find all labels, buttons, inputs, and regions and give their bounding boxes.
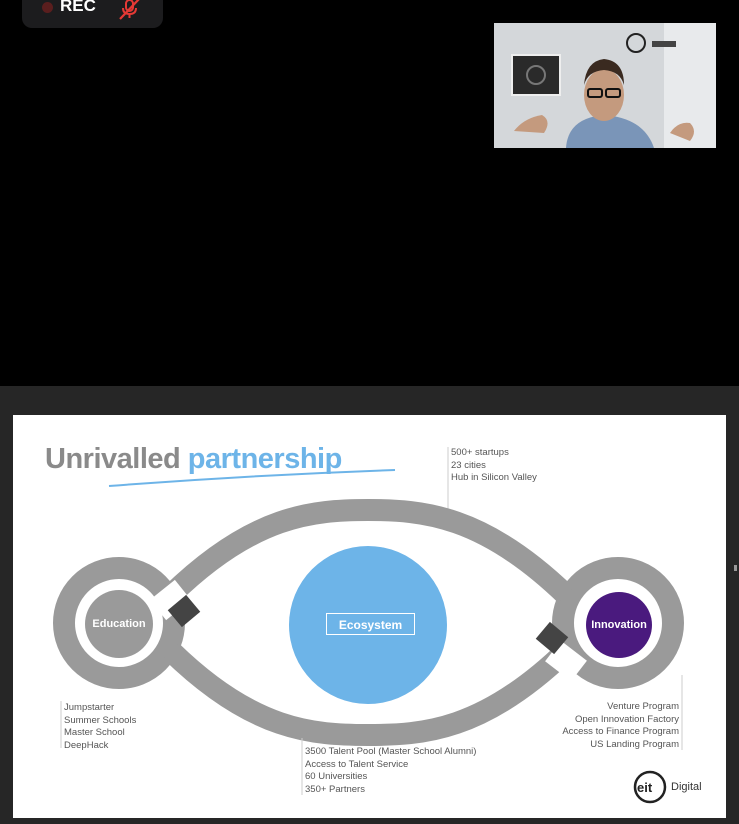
list-item: Open Innovation Factory: [574, 713, 679, 725]
record-dot-icon: [42, 2, 53, 13]
participant-video-image: [494, 23, 716, 148]
education-label: Education: [92, 618, 146, 630]
list-item: Summer Schools: [64, 714, 137, 726]
innovation-list: Venture Program Open Innovation Factory …: [533, 701, 679, 751]
ecosystem-label: Ecosystem: [326, 613, 415, 635]
stat-line: Hub in Silicon Valley: [451, 472, 537, 484]
list-item: Master School: [64, 727, 125, 739]
list-item: Jumpstarter: [64, 702, 115, 713]
frame-edge-marker: [734, 565, 737, 571]
list-item: DeepHack: [64, 739, 109, 751]
list-item: 3500 Talent Pool (Master School Alumni): [305, 746, 477, 757]
list-item: Venture Program: [607, 701, 679, 712]
innovation-circle: [586, 592, 652, 658]
list-item: Access to Finance Program: [562, 726, 679, 738]
infinity-track-diagram: eit: [53, 447, 684, 804]
ecosystem-circle: [289, 546, 447, 704]
recording-indicator[interactable]: REC: [22, 0, 163, 28]
top-stats: 500+ startups 23 cities Hub in Silicon V…: [451, 447, 537, 485]
list-item: 350+ Partners: [305, 783, 365, 795]
innovation-label: Innovation: [591, 619, 647, 631]
stat-line: 23 cities: [451, 459, 486, 471]
recording-label: REC: [60, 0, 96, 15]
eit-logo-icon: [633, 770, 667, 804]
eit-digital-logo-text: Digital: [671, 781, 702, 793]
title-word-partnership: partnership: [187, 443, 343, 475]
stat-line: 500+ startups: [451, 447, 509, 458]
slide-title: Unrivalled partnership: [45, 443, 342, 476]
mic-muted-icon[interactable]: [116, 0, 142, 20]
list-item: 60 Universities: [305, 771, 368, 783]
list-item: US Landing Program: [590, 738, 679, 750]
education-circle: [85, 590, 153, 658]
list-item: Access to Talent Service: [305, 758, 409, 770]
title-word-unrivalled: Unrivalled: [45, 443, 181, 475]
svg-text:eit: eit: [637, 780, 653, 795]
education-list: Jumpstarter Summer Schools Master School…: [64, 702, 136, 752]
ecosystem-list: 3500 Talent Pool (Master School Alumni) …: [305, 746, 476, 796]
participant-video[interactable]: [494, 23, 716, 148]
presentation-slide: Unrivalled partnership eit: [13, 415, 726, 818]
